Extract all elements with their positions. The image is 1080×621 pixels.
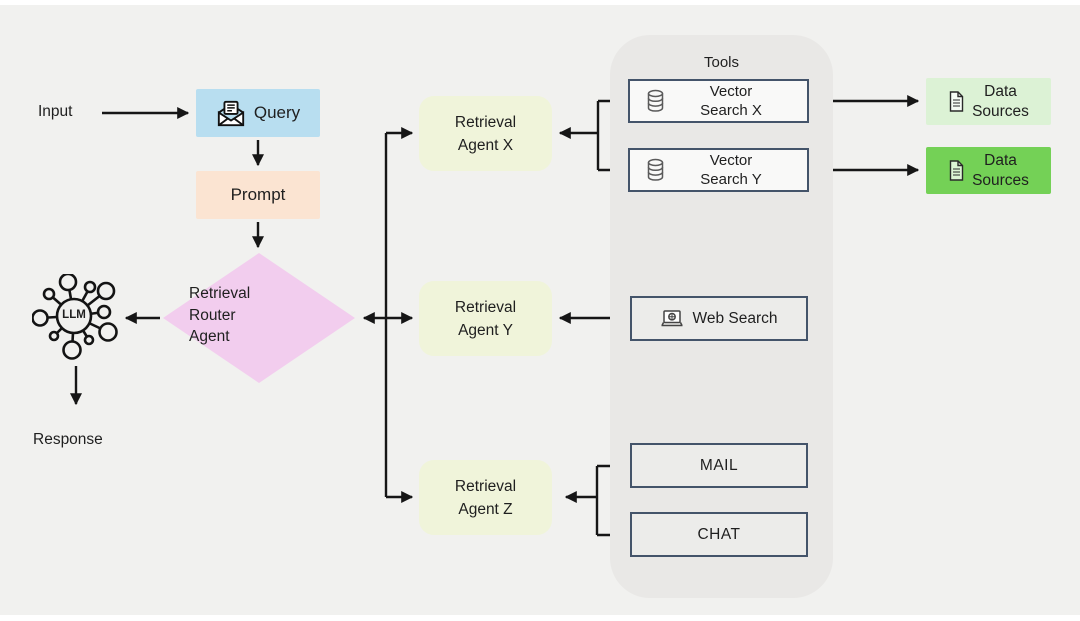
data-sources-light-line1: Data [984, 82, 1017, 100]
document-icon [948, 91, 965, 112]
query-label: Query [253, 103, 301, 122]
chat-node: CHAT [630, 512, 808, 557]
agent-y-label-line1: Retrieval [454, 298, 517, 316]
data-sources-dark-line2: Sources [972, 171, 1029, 189]
open-envelope-icon [216, 100, 246, 127]
prompt-node: Prompt [196, 171, 320, 219]
data-sources-light-node: Data Sources [926, 78, 1051, 125]
router-label: Retrieval Router Agent [189, 283, 329, 348]
input-label: Input [38, 103, 73, 120]
database-icon [646, 158, 665, 182]
database-icon [646, 89, 665, 113]
vector-search-x-label: Vector Search X [665, 82, 797, 120]
data-sources-light-line2: Sources [972, 102, 1029, 120]
retrieval-agent-x-node: Retrieval Agent X [419, 96, 552, 171]
response-label: Response [33, 431, 103, 448]
router-diamond [163, 253, 355, 383]
agent-x-label-line2: Agent X [457, 136, 514, 154]
data-sources-light-label: Data Sources [972, 82, 1029, 122]
chat-label: CHAT [697, 525, 741, 543]
router-label-line3: Agent [189, 328, 230, 345]
router-label-line2: Router [189, 306, 236, 324]
vector-search-y-label: Vector Search Y [665, 151, 797, 189]
data-sources-dark-label: Data Sources [972, 151, 1029, 191]
vector-search-x-line2: Search X [700, 102, 762, 119]
web-search-node: Web Search [630, 296, 808, 341]
agent-y-label-line2: Agent Y [458, 321, 513, 339]
web-search-label: Web Search [692, 309, 778, 327]
vector-search-y-line1: Vector [709, 152, 753, 169]
document-icon [948, 160, 965, 181]
vector-search-x-line1: Vector [709, 83, 753, 100]
retrieval-agent-z-node: Retrieval Agent Z [419, 460, 552, 535]
agent-z-label-line1: Retrieval [454, 477, 517, 495]
prompt-label: Prompt [230, 185, 286, 204]
tools-title: Tools [703, 54, 740, 71]
llm-network-icon: LLM [31, 272, 120, 362]
router-label-line1: Retrieval [189, 285, 251, 302]
mail-node: MAIL [630, 443, 808, 488]
agent-z-label-line2: Agent Z [458, 500, 513, 518]
data-sources-dark-node: Data Sources [926, 147, 1051, 194]
retrieval-agent-y-node: Retrieval Agent Y [419, 281, 552, 356]
mail-label: MAIL [699, 456, 739, 474]
data-sources-dark-line1: Data [984, 151, 1017, 169]
vector-search-y-node: Vector Search Y [628, 148, 809, 192]
bottom-margin [0, 615, 1080, 621]
vector-search-y-line2: Search Y [700, 171, 762, 188]
query-node: Query [196, 89, 320, 137]
agent-x-label-line1: Retrieval [454, 113, 517, 131]
top-margin [0, 0, 1080, 5]
vector-search-x-node: Vector Search X [628, 79, 809, 123]
laptop-globe-icon [660, 309, 684, 328]
